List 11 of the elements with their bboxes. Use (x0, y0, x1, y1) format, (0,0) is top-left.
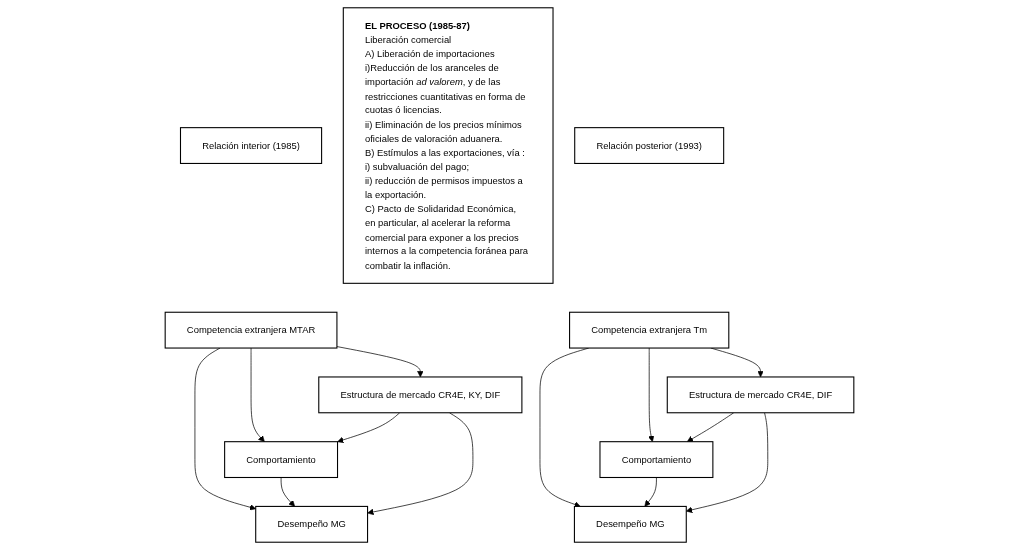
node-box: Comportamiento (224, 441, 339, 479)
node-box: Desempeño MG (573, 505, 687, 543)
node-box: EL PROCESO (1985-87) Liberación comercial A) Liberación de importaciones i)Reducción de los aranceles de importación ad valorem, y de las restricciones cuantitativas en forma de cuotas ó licencias. ii) Eliminación de los precios mínimos oficiales de valoración aduanera. B) Estímulos a las exportaciones, vía : i) subvaluación del pago; ii) reducción de permisos impuestos a la exportación. C) Pacto de Solidaridad Económica, en particular, al acelerar la reforma comercial para exponer a los precios internos a la competencia foránea para combatir la inflación. (342, 7, 554, 284)
node-box: Relación interior (1985) (179, 127, 323, 164)
node-box: Competencia extranjera MTAR (164, 311, 338, 349)
node-box: Comportamiento (599, 441, 714, 479)
node-box: Estructura de mercado CR4E, KY, DIF (318, 376, 523, 414)
node-box: Competencia extranjera Tm (569, 311, 730, 349)
node-box: Estructura de mercado CR4E, DIF (666, 376, 855, 414)
node-box: Relación posterior (1993) (574, 127, 725, 164)
node-box: Desempeño MG (255, 505, 369, 543)
